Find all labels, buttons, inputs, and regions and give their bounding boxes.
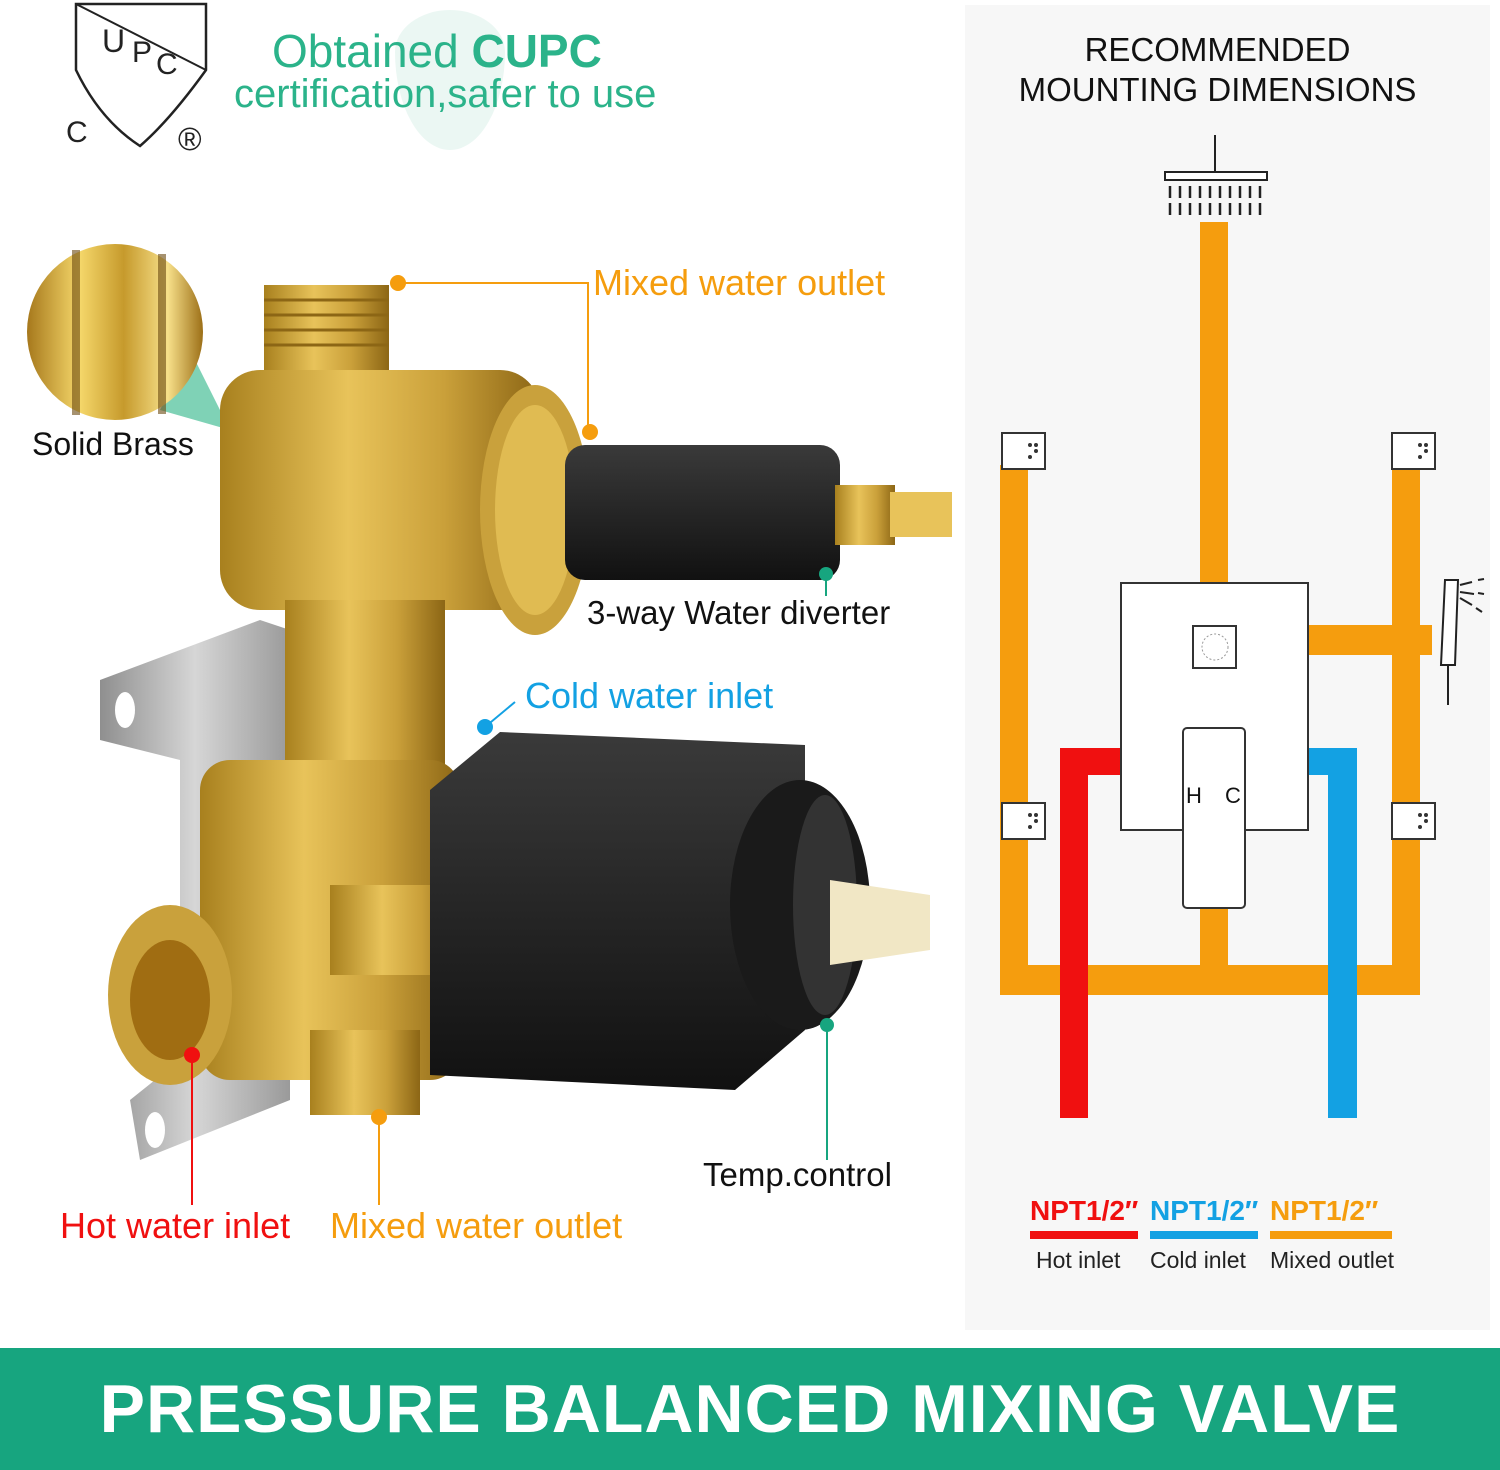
legend-hot-size: NPT1/2″ bbox=[1030, 1195, 1139, 1226]
legend-mixed: NPT1/2″ Mixed outlet bbox=[1270, 1195, 1394, 1274]
cold-pipe bbox=[1306, 748, 1357, 1118]
svg-text:C: C bbox=[156, 48, 178, 81]
plumbing-diagram bbox=[1000, 135, 1485, 1118]
svg-text:P: P bbox=[132, 36, 152, 69]
callout-lines bbox=[184, 275, 834, 1205]
legend-cold-swatch bbox=[1150, 1231, 1258, 1239]
callout-cold-inlet: Cold water inlet bbox=[525, 675, 774, 716]
svg-text:®: ® bbox=[178, 121, 202, 157]
diagram-title-line2: MOUNTING DIMENSIONS bbox=[1018, 71, 1417, 108]
callout-dot bbox=[390, 275, 406, 291]
handheld-shower-icon bbox=[1439, 578, 1485, 705]
diagram-title-line1: RECOMMENDED bbox=[1084, 31, 1351, 68]
certification-cupc: CUPC bbox=[471, 25, 602, 77]
callout-dot bbox=[819, 567, 833, 581]
title-banner: PRESSURE BALANCED MIXING VALVE bbox=[0, 1348, 1500, 1470]
upc-certification-logo: U P C C ® bbox=[66, 2, 208, 157]
solid-brass-label: Solid Brass bbox=[32, 426, 194, 462]
certification-prefix: Obtained bbox=[272, 25, 472, 77]
callout-mixed-outlet-top: Mixed water outlet bbox=[593, 262, 886, 303]
handle-cold-label: C bbox=[1225, 783, 1241, 808]
legend-hot-swatch bbox=[1030, 1231, 1138, 1239]
certification-headline: Obtained CUPC bbox=[272, 28, 602, 74]
callout-temp-control: Temp.control bbox=[703, 1156, 892, 1193]
handle-hot-label: H bbox=[1186, 783, 1202, 808]
certification-subline: certification,safer to use bbox=[234, 72, 657, 116]
legend-hot: NPT1/2″ Hot inlet bbox=[1030, 1195, 1138, 1274]
brass-sample-image bbox=[27, 244, 230, 430]
valve-handle bbox=[1182, 727, 1246, 909]
callout-mixed-outlet-bottom: Mixed water outlet bbox=[330, 1205, 623, 1246]
rain-shower-head-icon bbox=[1164, 135, 1268, 215]
callout-dot bbox=[582, 424, 598, 440]
legend-cold-size: NPT1/2″ bbox=[1150, 1195, 1259, 1226]
callout-dot bbox=[820, 1018, 834, 1032]
callout-dot bbox=[184, 1047, 200, 1063]
legend-cold: NPT1/2″ Cold inlet bbox=[1150, 1195, 1258, 1274]
legend-mixed-label: Mixed outlet bbox=[1270, 1247, 1395, 1273]
legend-mixed-size: NPT1/2″ bbox=[1270, 1195, 1379, 1226]
callout-dot bbox=[477, 719, 493, 735]
legend-mixed-swatch bbox=[1270, 1231, 1392, 1239]
diverter-knob-icon bbox=[1192, 625, 1237, 669]
legend-hot-label: Hot inlet bbox=[1036, 1247, 1121, 1273]
svg-text:U: U bbox=[102, 23, 125, 59]
callout-diverter: 3-way Water diverter bbox=[587, 594, 891, 631]
banner-title: PRESSURE BALANCED MIXING VALVE bbox=[99, 1371, 1401, 1447]
callout-dot bbox=[371, 1109, 387, 1125]
mixing-valve-image bbox=[100, 285, 952, 1160]
legend-cold-label: Cold inlet bbox=[1150, 1247, 1246, 1273]
callout-hot-inlet: Hot water inlet bbox=[60, 1205, 291, 1246]
hot-pipe bbox=[1060, 748, 1122, 1118]
svg-text:C: C bbox=[66, 116, 88, 149]
